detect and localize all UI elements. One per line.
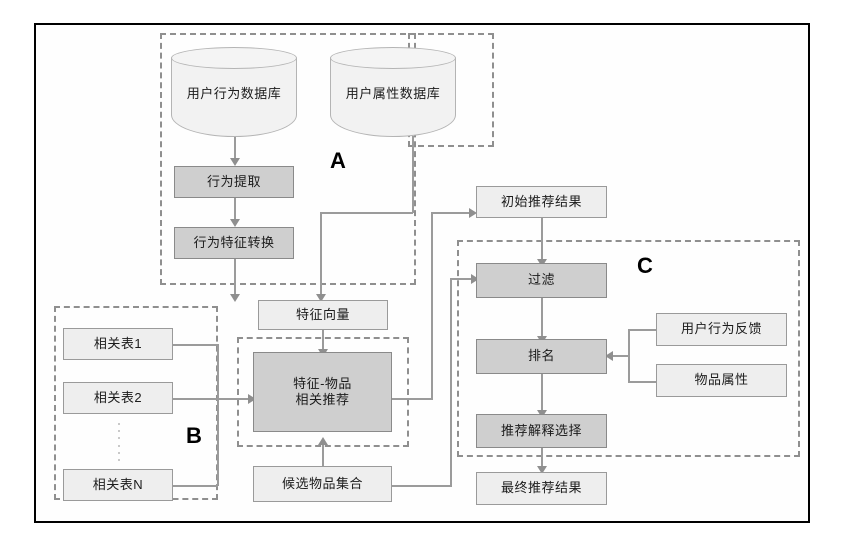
group-region-c (457, 240, 800, 457)
connector-attributedb-down (412, 136, 414, 213)
database-user-attribute-label: 用户属性数据库 (345, 85, 441, 101)
group-region-a (160, 33, 416, 285)
arrowhead-transform-to-featurevector (230, 294, 240, 302)
connector-behaviordb-to-extraction (234, 136, 236, 161)
arrowhead-merge-to-ranking (605, 351, 613, 361)
node-filter[interactable]: 过滤 (476, 263, 607, 298)
connector-transform-to-featurevector (234, 259, 236, 298)
connector-candidate-up (450, 278, 452, 486)
connector-extraction-to-transform (234, 196, 236, 222)
node-related-table-2[interactable]: 相关表2 (63, 382, 173, 414)
node-user-behavior-feedback[interactable]: 用户行为反馈 (656, 313, 787, 346)
connector-tables-to-recommender (217, 398, 252, 400)
connector-candidate-to-filter (450, 278, 475, 280)
node-feature-vector[interactable]: 特征向量 (258, 300, 388, 330)
group-label-b: B (186, 423, 202, 448)
node-recommend-explain-select[interactable]: 推荐解释选择 (476, 414, 607, 448)
connector-tables-merge (217, 344, 219, 486)
ellipsis-vertical-icon (117, 423, 121, 461)
connector-ranking-to-explain (541, 373, 543, 414)
arrowhead-tables-to-recommender (248, 394, 256, 404)
node-final-recommend-result[interactable]: 最终推荐结果 (476, 472, 607, 505)
database-user-behavior-label: 用户行为数据库 (186, 85, 282, 101)
connector-candidate-to-recommender (322, 440, 324, 466)
arrowhead-recommender-to-initial (469, 208, 477, 218)
node-behavior-feature-transform[interactable]: 行为特征转换 (174, 227, 294, 259)
node-candidate-item-set[interactable]: 候选物品集合 (253, 466, 392, 502)
cylinder-body (171, 58, 297, 137)
node-feature-item-recommend-line2: 相关推荐 (295, 392, 350, 407)
group-label-c: C (637, 253, 653, 278)
connector-candidate-right (392, 485, 452, 487)
connector-attributedb-to-featurevector (320, 212, 322, 298)
connector-explain-to-final (541, 447, 543, 472)
arrowhead-candidate-to-recommender (318, 437, 328, 445)
cylinder-body (330, 58, 456, 137)
cylinder-top (171, 47, 297, 69)
connector-table1-right (172, 344, 218, 346)
connector-filter-to-ranking (541, 297, 543, 340)
node-related-table-n[interactable]: 相关表N (63, 469, 173, 501)
connector-itemattr-left (628, 381, 656, 383)
node-item-attribute[interactable]: 物品属性 (656, 364, 787, 397)
connector-featurevector-to-recommender (322, 328, 324, 352)
connector-initial-to-filter (541, 218, 543, 263)
connector-recommender-up (431, 212, 433, 399)
arrowhead-extraction-to-transform (230, 219, 240, 227)
database-user-behavior[interactable]: 用户行为数据库 (171, 47, 297, 137)
node-feature-item-recommend[interactable]: 特征-物品 相关推荐 (253, 352, 392, 432)
node-feature-item-recommend-line1: 特征-物品 (293, 375, 352, 391)
arrowhead-behaviordb-to-extraction (230, 158, 240, 166)
connector-recommender-right (392, 398, 433, 400)
node-related-table-1[interactable]: 相关表1 (63, 328, 173, 360)
arrowhead-explain-to-final (537, 466, 547, 474)
group-label-a: A (330, 148, 346, 173)
connector-feedback-left (628, 329, 656, 331)
cylinder-top (330, 47, 456, 69)
connector-merge-to-ranking (612, 355, 629, 357)
connector-recommender-to-initial (431, 212, 473, 214)
database-user-attribute[interactable]: 用户属性数据库 (330, 47, 456, 137)
node-behavior-extraction[interactable]: 行为提取 (174, 166, 294, 198)
arrowhead-candidate-to-filter (471, 274, 479, 284)
connector-tablen-right (172, 485, 218, 487)
arrowhead-attributedb-to-featurevector (316, 294, 326, 302)
connector-table2-right (172, 398, 218, 400)
node-initial-recommend-result[interactable]: 初始推荐结果 (476, 186, 607, 218)
connector-attributedb-left (320, 212, 413, 214)
node-ranking[interactable]: 排名 (476, 339, 607, 374)
